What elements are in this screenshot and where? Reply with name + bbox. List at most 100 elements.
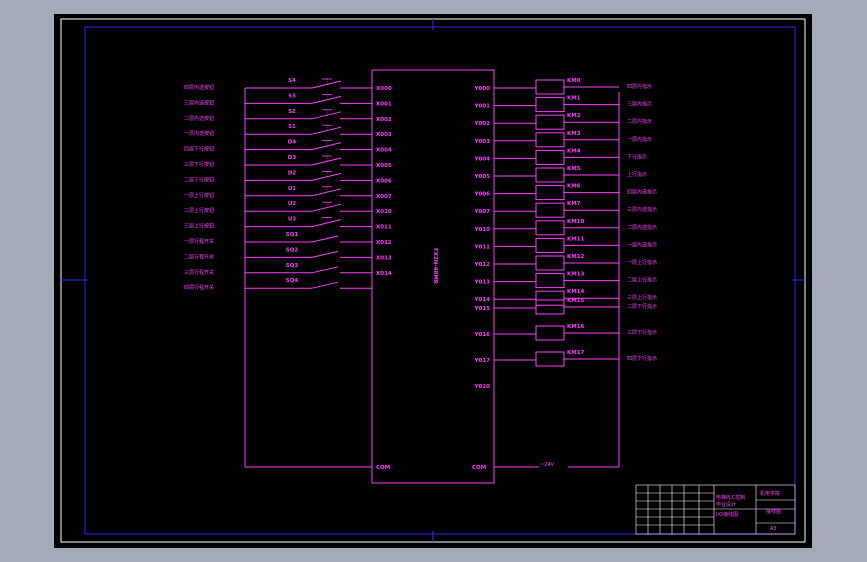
output-coil-label: KM2 bbox=[567, 113, 581, 119]
output-coil bbox=[535, 97, 565, 113]
output-coil bbox=[535, 149, 565, 165]
plc-output-terminal: Y004 bbox=[474, 156, 491, 162]
output-coil bbox=[535, 132, 565, 148]
plc-output-terminal: Y002 bbox=[474, 121, 491, 127]
plc-output-terminal: Y001 bbox=[474, 104, 491, 110]
plc-input-terminal: X003 bbox=[376, 132, 392, 138]
plc-output-terminal: Y003 bbox=[474, 139, 491, 145]
output-coil-label: KM5 bbox=[567, 166, 581, 172]
output-coil bbox=[535, 273, 565, 289]
output-function-label: 二层内指示 bbox=[627, 118, 652, 125]
output-function-label: 三层内指示 bbox=[627, 101, 652, 108]
output-coil-label: KM11 bbox=[567, 236, 585, 242]
wiring-diagram: FX2N-48MR COM S4X000S3X001S2X002S1X003D4… bbox=[60, 18, 806, 543]
output-coil bbox=[535, 220, 565, 236]
pushbutton-contact bbox=[311, 219, 342, 228]
pushbutton-contact bbox=[311, 142, 342, 151]
title-project: 电梯PLC控制 bbox=[716, 494, 745, 501]
title-scale: A3 bbox=[770, 526, 777, 532]
output-coil bbox=[535, 79, 565, 95]
input-function-label: 二层行程开关 bbox=[184, 253, 214, 260]
plc-input-terminal: X013 bbox=[376, 255, 392, 261]
plc-output-terminal: Y016 bbox=[474, 332, 491, 338]
input-function-label: 二层上行按钮 bbox=[184, 207, 214, 214]
input-function-label: 三层上行按钮 bbox=[184, 223, 214, 230]
plc-output-terminal: Y010 bbox=[474, 227, 491, 233]
output-coil-label: KM4 bbox=[567, 148, 581, 154]
output-coil-label: KM15 bbox=[567, 298, 585, 304]
output-function-label: 四层内选指示 bbox=[627, 189, 657, 196]
input-function-label: 三层内选按钮 bbox=[184, 99, 214, 106]
input-device-label: D2 bbox=[288, 170, 297, 176]
input-device-label: S2 bbox=[288, 109, 296, 115]
pushbutton-contact bbox=[311, 172, 342, 181]
input-function-label: 一层上行按钮 bbox=[184, 192, 214, 199]
pushbutton-contact bbox=[311, 188, 342, 197]
plc-output-terminal: Y012 bbox=[474, 262, 491, 268]
input-device-label: U2 bbox=[288, 201, 296, 207]
input-device-label: S4 bbox=[288, 78, 296, 84]
limit-switch-contact bbox=[311, 235, 339, 243]
output-coil bbox=[535, 185, 565, 201]
limit-switch-contact bbox=[311, 250, 339, 258]
input-function-label: 二层下行按钮 bbox=[184, 176, 214, 183]
output-coil-label: KM3 bbox=[567, 131, 581, 137]
input-function-label: 四层下行按钮 bbox=[184, 146, 214, 153]
input-device-label: SQ2 bbox=[286, 247, 299, 253]
pushbutton-contact bbox=[311, 111, 342, 120]
output-coil-label: KM16 bbox=[567, 324, 585, 330]
input-common-bus bbox=[244, 88, 372, 468]
title-subtitle: I/O接线图 bbox=[716, 511, 738, 518]
output-coil-label: KM1 bbox=[567, 96, 581, 102]
plc-output-terminal: Y015 bbox=[474, 306, 491, 312]
output-coil-label: KM7 bbox=[567, 201, 581, 207]
input-device-label: U3 bbox=[288, 217, 296, 223]
output-function-label: 二层下行指示 bbox=[627, 303, 657, 310]
plc-input-terminal: X000 bbox=[376, 86, 392, 92]
limit-switch-contact bbox=[311, 281, 339, 289]
output-coil-label: KM6 bbox=[567, 184, 581, 190]
pushbutton-contact bbox=[311, 95, 342, 104]
output-function-label: 一层内指示 bbox=[627, 136, 652, 143]
output-function-label: 下行指示 bbox=[627, 153, 647, 160]
output-coil-label: KM10 bbox=[567, 219, 585, 225]
output-function-label: 一层上行指示 bbox=[627, 259, 657, 266]
plc-model-label: FX2N-48MR bbox=[432, 248, 438, 285]
title-sheet: 毕业设计 bbox=[716, 501, 736, 508]
plc-input-terminal: X001 bbox=[376, 101, 392, 107]
output-coil bbox=[535, 167, 565, 183]
power-supply-label: ~24V bbox=[540, 462, 555, 468]
input-device-label: D4 bbox=[288, 140, 297, 146]
plc-output-terminal: Y014 bbox=[474, 297, 491, 303]
pushbutton-contact bbox=[311, 80, 342, 89]
output-coil bbox=[535, 351, 565, 367]
plc-input-terminal: X014 bbox=[376, 271, 392, 277]
plc-output-terminal: Y013 bbox=[474, 280, 491, 286]
plc-input-terminal: X010 bbox=[376, 209, 392, 215]
plc-input-terminal: X006 bbox=[376, 178, 392, 184]
input-function-label: 一层行程开关 bbox=[184, 238, 214, 245]
input-function-label: 一层内选按钮 bbox=[184, 130, 214, 137]
center-marks bbox=[61, 19, 805, 542]
input-device-label: SQ4 bbox=[286, 278, 299, 284]
input-device-label: S1 bbox=[288, 124, 296, 130]
plc-input-terminal: X002 bbox=[376, 117, 392, 123]
output-com-label: COM bbox=[472, 465, 486, 471]
output-coil-label: KM13 bbox=[567, 272, 585, 278]
output-function-label: 四层内指示 bbox=[627, 83, 652, 90]
plc-output-terminal: Y005 bbox=[474, 174, 491, 180]
title-block bbox=[635, 484, 796, 535]
input-function-label: 四层行程开关 bbox=[184, 284, 214, 291]
plc-block bbox=[371, 69, 495, 484]
output-function-label: 二层上行指示 bbox=[627, 277, 657, 284]
input-rows: S4X000S3X001S2X002S1X003D4X004D3X005D2X0… bbox=[184, 78, 392, 291]
input-device-label: SQ1 bbox=[286, 232, 299, 238]
input-function-label: 三层下行按钮 bbox=[184, 161, 214, 168]
input-device-label: D3 bbox=[288, 155, 297, 161]
output-function-label: 上行指示 bbox=[627, 171, 647, 178]
plc-input-terminal: X007 bbox=[376, 194, 392, 200]
output-common-bus bbox=[494, 92, 620, 468]
output-rows: Y000Y001Y002Y003Y004Y005Y006Y007Y010Y011… bbox=[474, 78, 657, 390]
plc-output-terminal: Y020 bbox=[474, 384, 491, 390]
